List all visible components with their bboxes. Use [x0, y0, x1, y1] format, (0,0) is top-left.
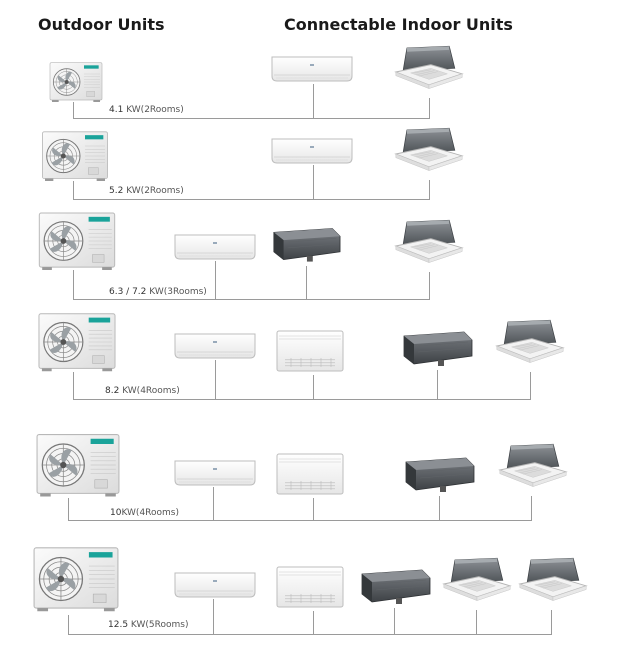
connection-line — [73, 118, 430, 119]
floor-ceiling-unit-icon — [274, 329, 346, 375]
outdoor-unit-icon — [33, 543, 119, 615]
capacity-label: 12.5 KW(5Rooms) — [108, 620, 189, 630]
outdoor-unit-icon — [38, 131, 112, 181]
indoor-units-heading: Connectable Indoor Units — [284, 15, 513, 34]
cassette-unit-icon — [394, 126, 464, 182]
wall-mounted-unit-icon — [173, 332, 257, 360]
wall-mounted-unit-icon — [173, 459, 257, 487]
capacity-label: 4.1 KW(2Rooms) — [109, 105, 184, 115]
outdoor-unit-icon — [48, 62, 104, 102]
cassette-unit-icon — [394, 218, 464, 274]
duct-unit-icon — [398, 330, 474, 370]
capacity-label: 5.2 KW(2Rooms) — [109, 186, 184, 196]
floor-ceiling-unit-icon — [274, 452, 346, 498]
capacity-label: 6.3 / 7.2 KW(3Rooms) — [109, 287, 207, 297]
duct-unit-icon — [400, 456, 476, 496]
outdoor-units-heading: Outdoor Units — [38, 15, 165, 34]
outdoor-unit-icon — [36, 432, 120, 498]
cassette-unit-icon — [394, 44, 464, 100]
duct-unit-icon — [268, 226, 342, 266]
connection-line — [73, 199, 430, 200]
cassette-unit-icon — [518, 556, 588, 612]
wall-mounted-unit-icon — [173, 233, 257, 261]
connection-line — [68, 634, 552, 635]
cassette-unit-icon — [498, 442, 568, 498]
wall-mounted-unit-icon — [270, 55, 354, 83]
connection-line — [73, 399, 531, 400]
capacity-label: 10KW(4Rooms) — [110, 508, 179, 518]
outdoor-unit-icon — [38, 212, 116, 270]
wall-mounted-unit-icon — [173, 571, 257, 599]
wall-mounted-unit-icon — [270, 137, 354, 165]
cassette-unit-icon — [442, 556, 512, 612]
outdoor-unit-icon — [38, 312, 116, 372]
connection-line — [73, 299, 430, 300]
duct-unit-icon — [355, 568, 433, 608]
capacity-label: 8.2 KW(4Rooms) — [105, 386, 180, 396]
cassette-unit-icon — [495, 318, 565, 374]
floor-ceiling-unit-icon — [274, 565, 346, 611]
connection-line — [68, 520, 532, 521]
